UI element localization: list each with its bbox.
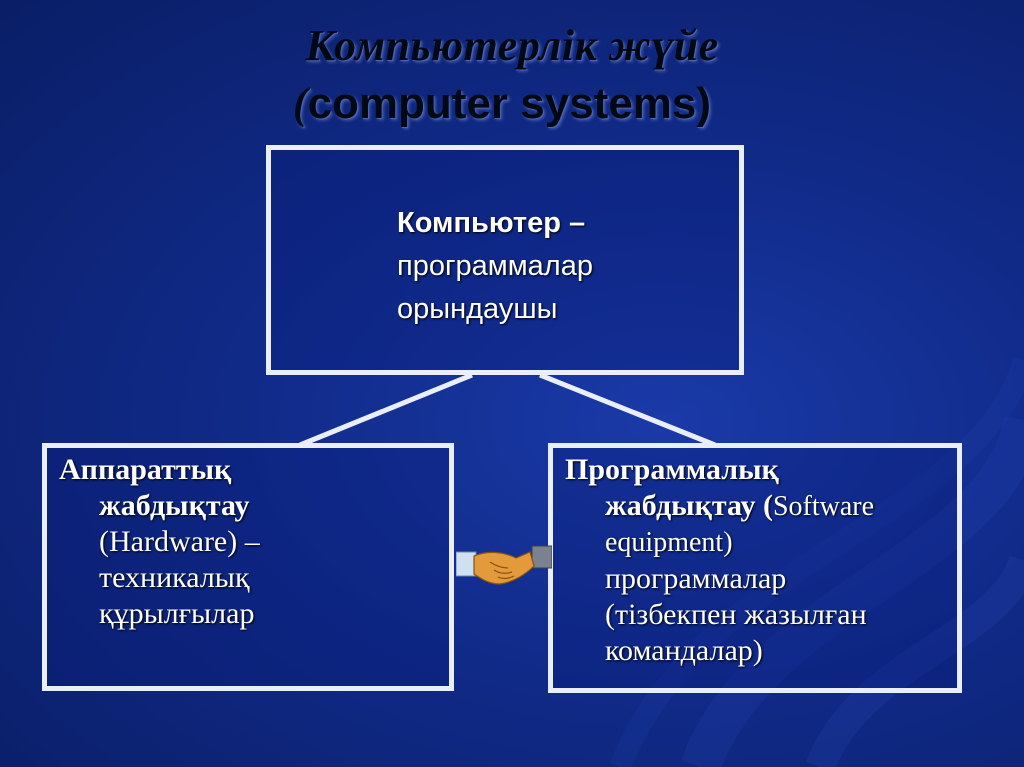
- hardware-line2: жабдықтау: [99, 489, 250, 522]
- title-kazakh: Компьютерлік жүйе: [305, 21, 719, 70]
- software-line6: командалар): [605, 634, 763, 667]
- software-line4: программалар: [605, 562, 787, 595]
- title-paren: (: [292, 79, 308, 128]
- computer-box-line2: программалар: [397, 250, 593, 282]
- title-english: (computer systems): [0, 78, 1014, 129]
- software-box-text: Программалық жабдықтау (Software equipme…: [565, 452, 955, 669]
- computer-box-line1: Компьютер –: [397, 207, 586, 239]
- software-line1: Программалық: [565, 453, 779, 486]
- computer-box: Компьютер – программалар орындаушы: [266, 145, 744, 375]
- connector-right: [539, 372, 716, 448]
- software-line5: (тізбекпен жазылған: [605, 598, 867, 631]
- hardware-line5: құрылғылар: [99, 597, 255, 630]
- software-box: Программалық жабдықтау (Software equipme…: [548, 443, 962, 693]
- hardware-box: Аппараттық жабдықтау (Hardware) – техник…: [42, 443, 454, 691]
- software-line2-bold: жабдықтау (: [605, 489, 773, 522]
- hardware-box-text: Аппараттық жабдықтау (Hardware) – техник…: [59, 452, 439, 632]
- handshake-icon: [456, 545, 552, 585]
- connector-left: [299, 372, 473, 448]
- title-english-text: computer systems): [307, 79, 712, 128]
- hardware-line3: (Hardware) –: [99, 525, 260, 558]
- hardware-line1: Аппараттық: [59, 453, 232, 486]
- software-line2-rest: Software: [772, 491, 875, 522]
- hardware-line4: техникалық: [99, 561, 250, 594]
- software-line3: equipment): [605, 527, 733, 558]
- computer-box-text: Компьютер – программалар орындаушы: [397, 202, 593, 331]
- computer-box-line3: орындаушы: [397, 293, 558, 325]
